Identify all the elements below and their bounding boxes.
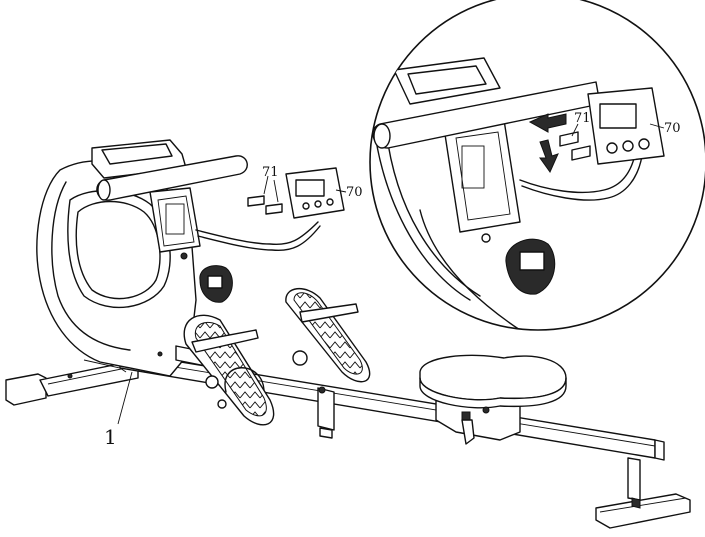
label-main-frame: 1: [104, 425, 117, 449]
tension-knob: [199, 265, 233, 303]
arrow-left-icon: [528, 113, 567, 133]
label-console-detail: 70: [664, 121, 681, 136]
right-footrest: [285, 288, 371, 394]
detail-view: 71 70: [369, 0, 705, 331]
label-console-main: 70: [346, 185, 363, 200]
console-tower: [91, 139, 201, 260]
rowing-machine: 1 71 70: [5, 139, 691, 529]
label-batteries-main: 71: [262, 165, 279, 180]
console-main: [285, 167, 345, 219]
handle-bar: [96, 155, 248, 201]
rear-stabilizer: [595, 457, 691, 529]
leader-main-frame: [117, 371, 133, 425]
left-footrest: [183, 314, 275, 426]
seat: [419, 354, 567, 445]
arrow-down-icon: [539, 139, 559, 174]
label-batteries-detail: 71: [574, 111, 591, 126]
console-cable: [195, 221, 319, 246]
main-rail: [119, 351, 665, 461]
batteries-main: [247, 175, 283, 215]
front-stabilizer: [5, 361, 139, 406]
rail-leg: [317, 387, 335, 431]
